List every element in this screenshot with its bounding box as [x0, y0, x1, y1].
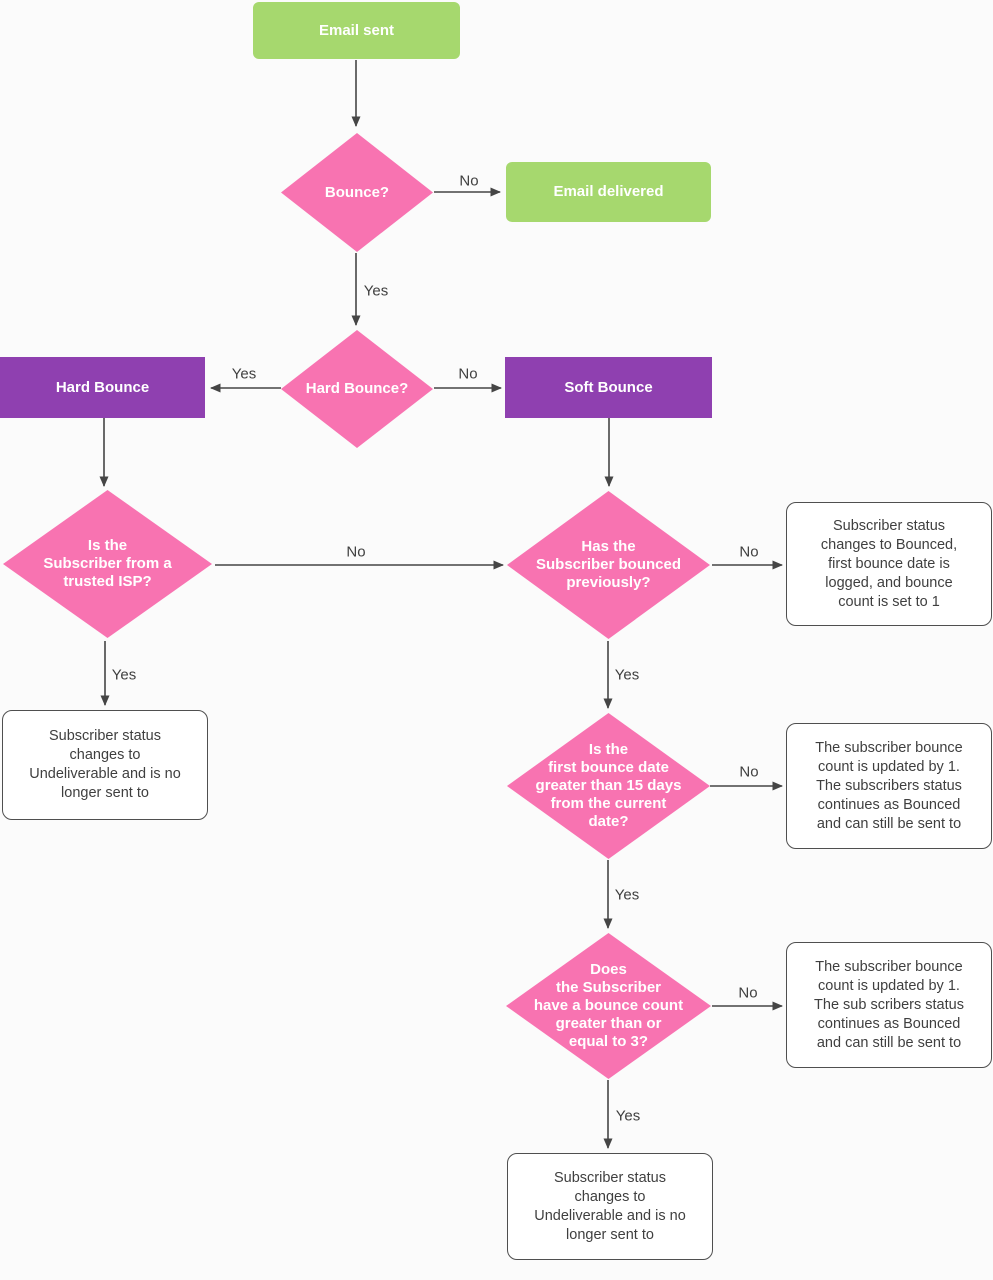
node-soft-bounce-label: Soft Bounce [564, 378, 653, 396]
node-count-updated-mid-label: The subscriber bounce count is updated b… [815, 739, 963, 832]
edge-label-isp-yes: Yes [111, 666, 137, 684]
node-hard-bounce-label: Hard Bounce [55, 378, 150, 396]
edge-label-count-no: No [738, 984, 758, 1002]
edge-label-date-no: No [739, 763, 759, 781]
node-count-updated-mid: The subscriber bounce count is updated b… [786, 723, 992, 849]
node-first-bounce-date-decision-label: Is the first bounce date greater than 15… [535, 741, 682, 830]
edge-label-bounce-yes: Yes [363, 282, 389, 300]
node-soft-bounce: Soft Bounce [505, 357, 712, 418]
node-bounce-decision-label: Bounce? [324, 183, 390, 201]
node-trusted-isp-decision-label: Is the Subscriber from a trusted ISP? [43, 537, 172, 590]
edge-label-hard-yes: Yes [231, 365, 257, 383]
node-undeliverable-bottom-label: Subscriber status changes to Undeliverab… [534, 1169, 686, 1243]
node-hard-bounce-decision-label: Hard Bounce? [305, 380, 409, 397]
node-trusted-isp-decision: Is the Subscriber from a trusted ISP? [3, 490, 212, 638]
edge-label-bounce-no: No [459, 172, 479, 190]
node-bounced-previously-decision: Has the Subscriber bounced previously? [507, 491, 710, 639]
node-hard-bounce: Hard Bounce [0, 357, 205, 418]
edge-label-prev-yes: Yes [614, 666, 640, 684]
node-bounce-decision: Bounce? [281, 133, 433, 252]
node-status-bounced: Subscriber status changes to Bounced, fi… [786, 502, 992, 626]
edge-label-date-yes: Yes [614, 886, 640, 904]
node-email-sent-label: Email sent [318, 21, 395, 39]
node-first-bounce-date-decision: Is the first bounce date greater than 15… [507, 713, 710, 859]
node-undeliverable-left-label: Subscriber status changes to Undeliverab… [29, 728, 181, 801]
node-undeliverable-left: Subscriber status changes to Undeliverab… [2, 710, 208, 820]
node-bounce-count-decision-label: Does the Subscriber have a bounce count … [533, 961, 684, 1050]
node-bounce-count-decision: Does the Subscriber have a bounce count … [506, 933, 711, 1079]
node-email-delivered: Email delivered [506, 162, 711, 222]
node-undeliverable-bottom: Subscriber status changes to Undeliverab… [507, 1153, 713, 1260]
node-status-bounced-label: Subscriber status changes to Bounced, fi… [820, 517, 958, 610]
edge-label-count-yes: Yes [615, 1107, 641, 1125]
node-hard-bounce-decision: Hard Bounce? [281, 330, 433, 448]
node-count-updated-bottom-label: The subscriber bounce count is updated b… [814, 958, 964, 1051]
edge-label-hard-no: No [458, 365, 478, 383]
node-email-sent: Email sent [253, 2, 460, 59]
edge-label-prev-no: No [739, 543, 759, 561]
node-count-updated-bottom: The subscriber bounce count is updated b… [786, 942, 992, 1068]
node-email-delivered-label: Email delivered [553, 183, 664, 200]
edge-label-isp-no: No [346, 543, 366, 561]
node-bounced-previously-decision-label: Has the Subscriber bounced previously? [535, 538, 682, 591]
